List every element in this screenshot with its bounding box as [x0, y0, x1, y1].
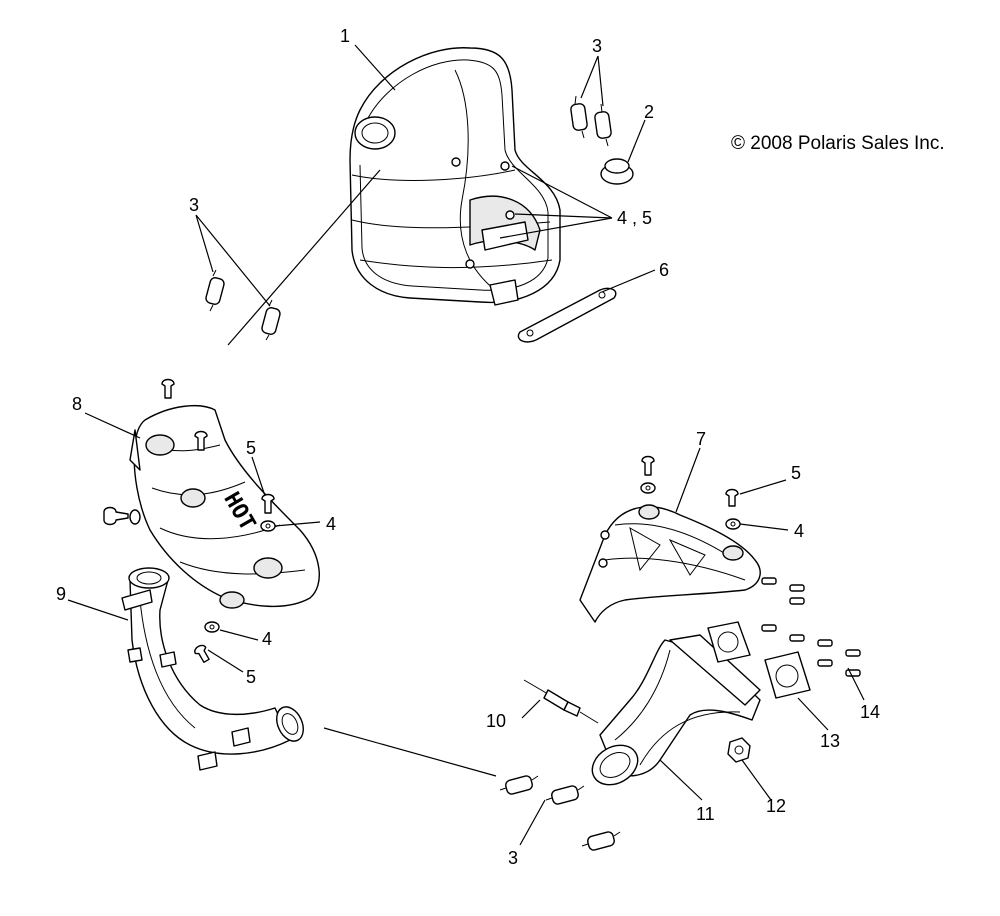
callout-8: 8: [72, 394, 82, 414]
callout-14: 14: [860, 702, 880, 722]
callout-5-front-upper: 5: [246, 438, 256, 458]
oxygen-sensor: [523, 679, 599, 724]
muffler: [349, 47, 561, 306]
spring-pair-left: [205, 269, 281, 341]
callout-12: 12: [766, 796, 786, 816]
spring-set-bottom: [499, 775, 621, 851]
grommet: [600, 158, 634, 185]
flange-nut: [727, 737, 751, 763]
callout-6: 6: [659, 260, 669, 280]
heat-shield-rear: [579, 504, 761, 623]
gasket-pair: [707, 621, 811, 699]
callout-2: 2: [644, 102, 654, 122]
callout-4-5-muffler: 4 , 5: [617, 208, 652, 228]
callout-9: 9: [56, 584, 66, 604]
callout-3-top: 3: [592, 36, 602, 56]
heat-shield-front: HOT: [129, 405, 320, 609]
heat-shield-fasteners: [103, 378, 276, 663]
callout-10: 10: [486, 711, 506, 731]
callout-5-rear: 5: [791, 463, 801, 483]
callout-4-front-lower: 4: [262, 629, 272, 649]
stud-set: [761, 577, 861, 677]
callout-1: 1: [340, 26, 350, 46]
callout-11: 11: [696, 804, 715, 824]
leader-lines: [67, 44, 865, 846]
head-pipe: [121, 567, 304, 771]
callout-3-left: 3: [189, 195, 199, 215]
callout-5-front-lower: 5: [246, 667, 256, 687]
bracket: [517, 287, 617, 343]
callout-labels: 1 2 3 3 4 , 5 6 8 5 4 9 4 5 7 5 4 10 11 …: [56, 26, 880, 868]
callout-4-rear: 4: [794, 521, 804, 541]
exhaust-manifold: [591, 634, 761, 786]
callout-4-front-upper: 4: [326, 514, 336, 534]
callout-13: 13: [820, 731, 840, 751]
rear-shield-fasteners: [640, 455, 741, 530]
callout-7: 7: [696, 429, 706, 449]
callout-3-bottom: 3: [508, 848, 518, 868]
spring-pair-top: [570, 95, 612, 147]
copyright-notice: © 2008 Polaris Sales Inc.: [731, 133, 945, 154]
